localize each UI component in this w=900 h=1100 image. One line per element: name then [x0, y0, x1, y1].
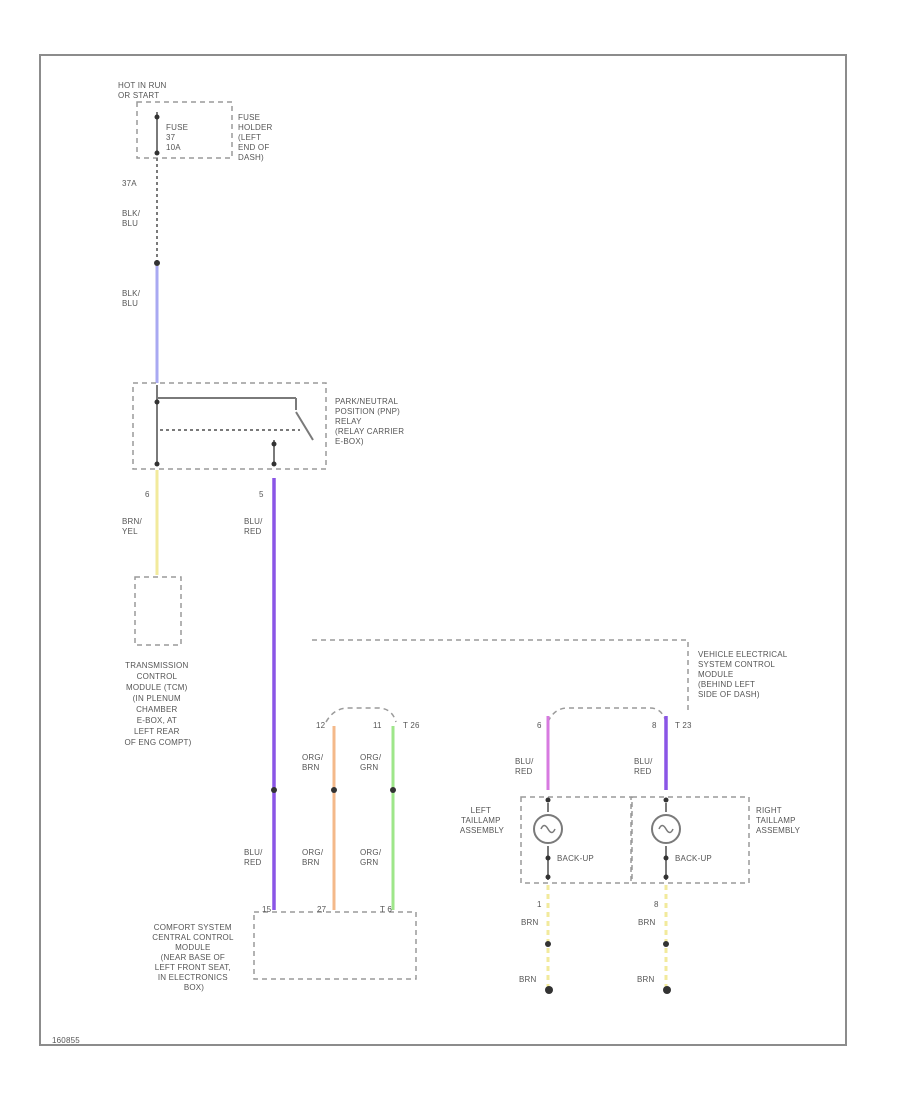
fuse-label: FUSE 37 10A — [166, 123, 191, 152]
relay-outline — [132, 382, 327, 470]
splice-1 — [154, 260, 160, 266]
right-bulb-icon — [651, 814, 681, 844]
fuse-pin-label: 37A — [122, 179, 137, 188]
t26-pin-12: 12 — [316, 721, 326, 730]
wire-org-brn-bot-label: ORG/ BRN — [302, 848, 326, 867]
connector-t26: 12 11 T 26 — [316, 707, 420, 730]
splice-org-grn — [390, 787, 396, 793]
relay-pin-left: 6 — [145, 490, 150, 499]
t26-label: T 26 — [403, 721, 420, 730]
hot-in-run-label: HOT IN RUN OR START — [118, 81, 169, 100]
fuse-holder: HOT IN RUN OR START FUSE 37 10A FUSE HOL… — [118, 81, 275, 162]
fuse-holder-outline — [136, 101, 233, 159]
comfort-control-module: 15 27 T 6 COMFORT SYSTEM CENTRAL CONTROL… — [152, 905, 417, 992]
wire-2-label: BLK/ BLU — [122, 289, 143, 308]
wire-1-label: BLK/ BLU — [122, 209, 143, 228]
ground-left-icon — [545, 986, 553, 994]
ccm-pin-c: T 6 — [380, 905, 392, 914]
wire-blu-red-bot-label: BLU/ RED — [244, 848, 265, 867]
splice-org-brn — [331, 787, 337, 793]
vesc-module: VEHICLE ELECTRICAL SYSTEM CONTROL MODULE… — [312, 639, 790, 712]
splice-brn-left — [545, 941, 551, 947]
tail-pin-right: 8 — [654, 900, 659, 909]
diagram-frame — [39, 54, 847, 1046]
vesc-outline — [312, 639, 689, 712]
left-taillamp-label: LEFT TAILLAMP ASSEMBLY — [460, 806, 505, 835]
tcm-label: TRANSMISSION CONTROL MODULE (TCM) (IN PL… — [124, 661, 191, 747]
ground-left-label: BRN — [519, 975, 537, 984]
left-taillamp: BACK-UP LEFT TAILLAMP ASSEMBLY — [460, 796, 632, 884]
wire-org-grn-label: ORG/ GRN — [360, 753, 384, 772]
pnp-relay-label: PARK/NEUTRAL POSITION (PNP) RELAY (RELAY… — [335, 397, 407, 446]
wire-blu-red-r-label: BLU/ RED — [634, 757, 655, 776]
splice-blu-red — [271, 787, 277, 793]
connector-t23: 6 8 T 23 — [537, 707, 692, 730]
left-bulb-icon — [533, 814, 563, 844]
tcm-outline — [134, 576, 182, 646]
wire-brn-yel-label: BRN/ YEL — [122, 517, 144, 536]
ccm-outline — [253, 911, 417, 980]
pnp-relay: PARK/NEUTRAL POSITION (PNP) RELAY (RELAY… — [132, 382, 407, 470]
ground-right-icon — [663, 986, 671, 994]
wire-blu-red-1-label: BLU/ RED — [244, 517, 265, 536]
t23-pin-6: 6 — [537, 721, 542, 730]
tail-pin-left: 1 — [537, 900, 542, 909]
ccm-pin-b: 27 — [317, 905, 327, 914]
relay-pin-right: 5 — [259, 490, 264, 499]
right-taillamp-outline — [631, 796, 750, 884]
t26-pin-11: 11 — [373, 721, 382, 730]
wire-brn-left-label: BRN — [521, 918, 539, 927]
ground-right-label: BRN — [637, 975, 655, 984]
ccm-pin-a: 15 — [262, 905, 272, 914]
left-taillamp-outline — [520, 796, 632, 884]
wire-org-brn-label: ORG/ BRN — [302, 753, 326, 772]
right-taillamp-label: RIGHT TAILLAMP ASSEMBLY — [756, 806, 801, 835]
backup-left-label: BACK-UP — [557, 854, 594, 863]
fuse-holder-label: FUSE HOLDER (LEFT END OF DASH) — [238, 113, 275, 162]
wire-org-grn-bot-label: ORG/ GRN — [360, 848, 384, 867]
t23-label: T 23 — [675, 721, 692, 730]
wire-blu-red-l-label: BLU/ RED — [515, 757, 536, 776]
wire-brn-right-label: BRN — [638, 918, 656, 927]
tcm: TRANSMISSION CONTROL MODULE (TCM) (IN PL… — [124, 576, 191, 747]
backup-right-label: BACK-UP — [675, 854, 712, 863]
diagram-code: 160855 — [52, 1036, 80, 1045]
ccm-label: COMFORT SYSTEM CENTRAL CONTROL MODULE (N… — [152, 923, 236, 992]
t23-pin-8: 8 — [652, 721, 657, 730]
vesc-label: VEHICLE ELECTRICAL SYSTEM CONTROL MODULE… — [698, 650, 790, 699]
right-taillamp: BACK-UP RIGHT TAILLAMP ASSEMBLY — [631, 796, 801, 884]
splice-brn-right — [663, 941, 669, 947]
